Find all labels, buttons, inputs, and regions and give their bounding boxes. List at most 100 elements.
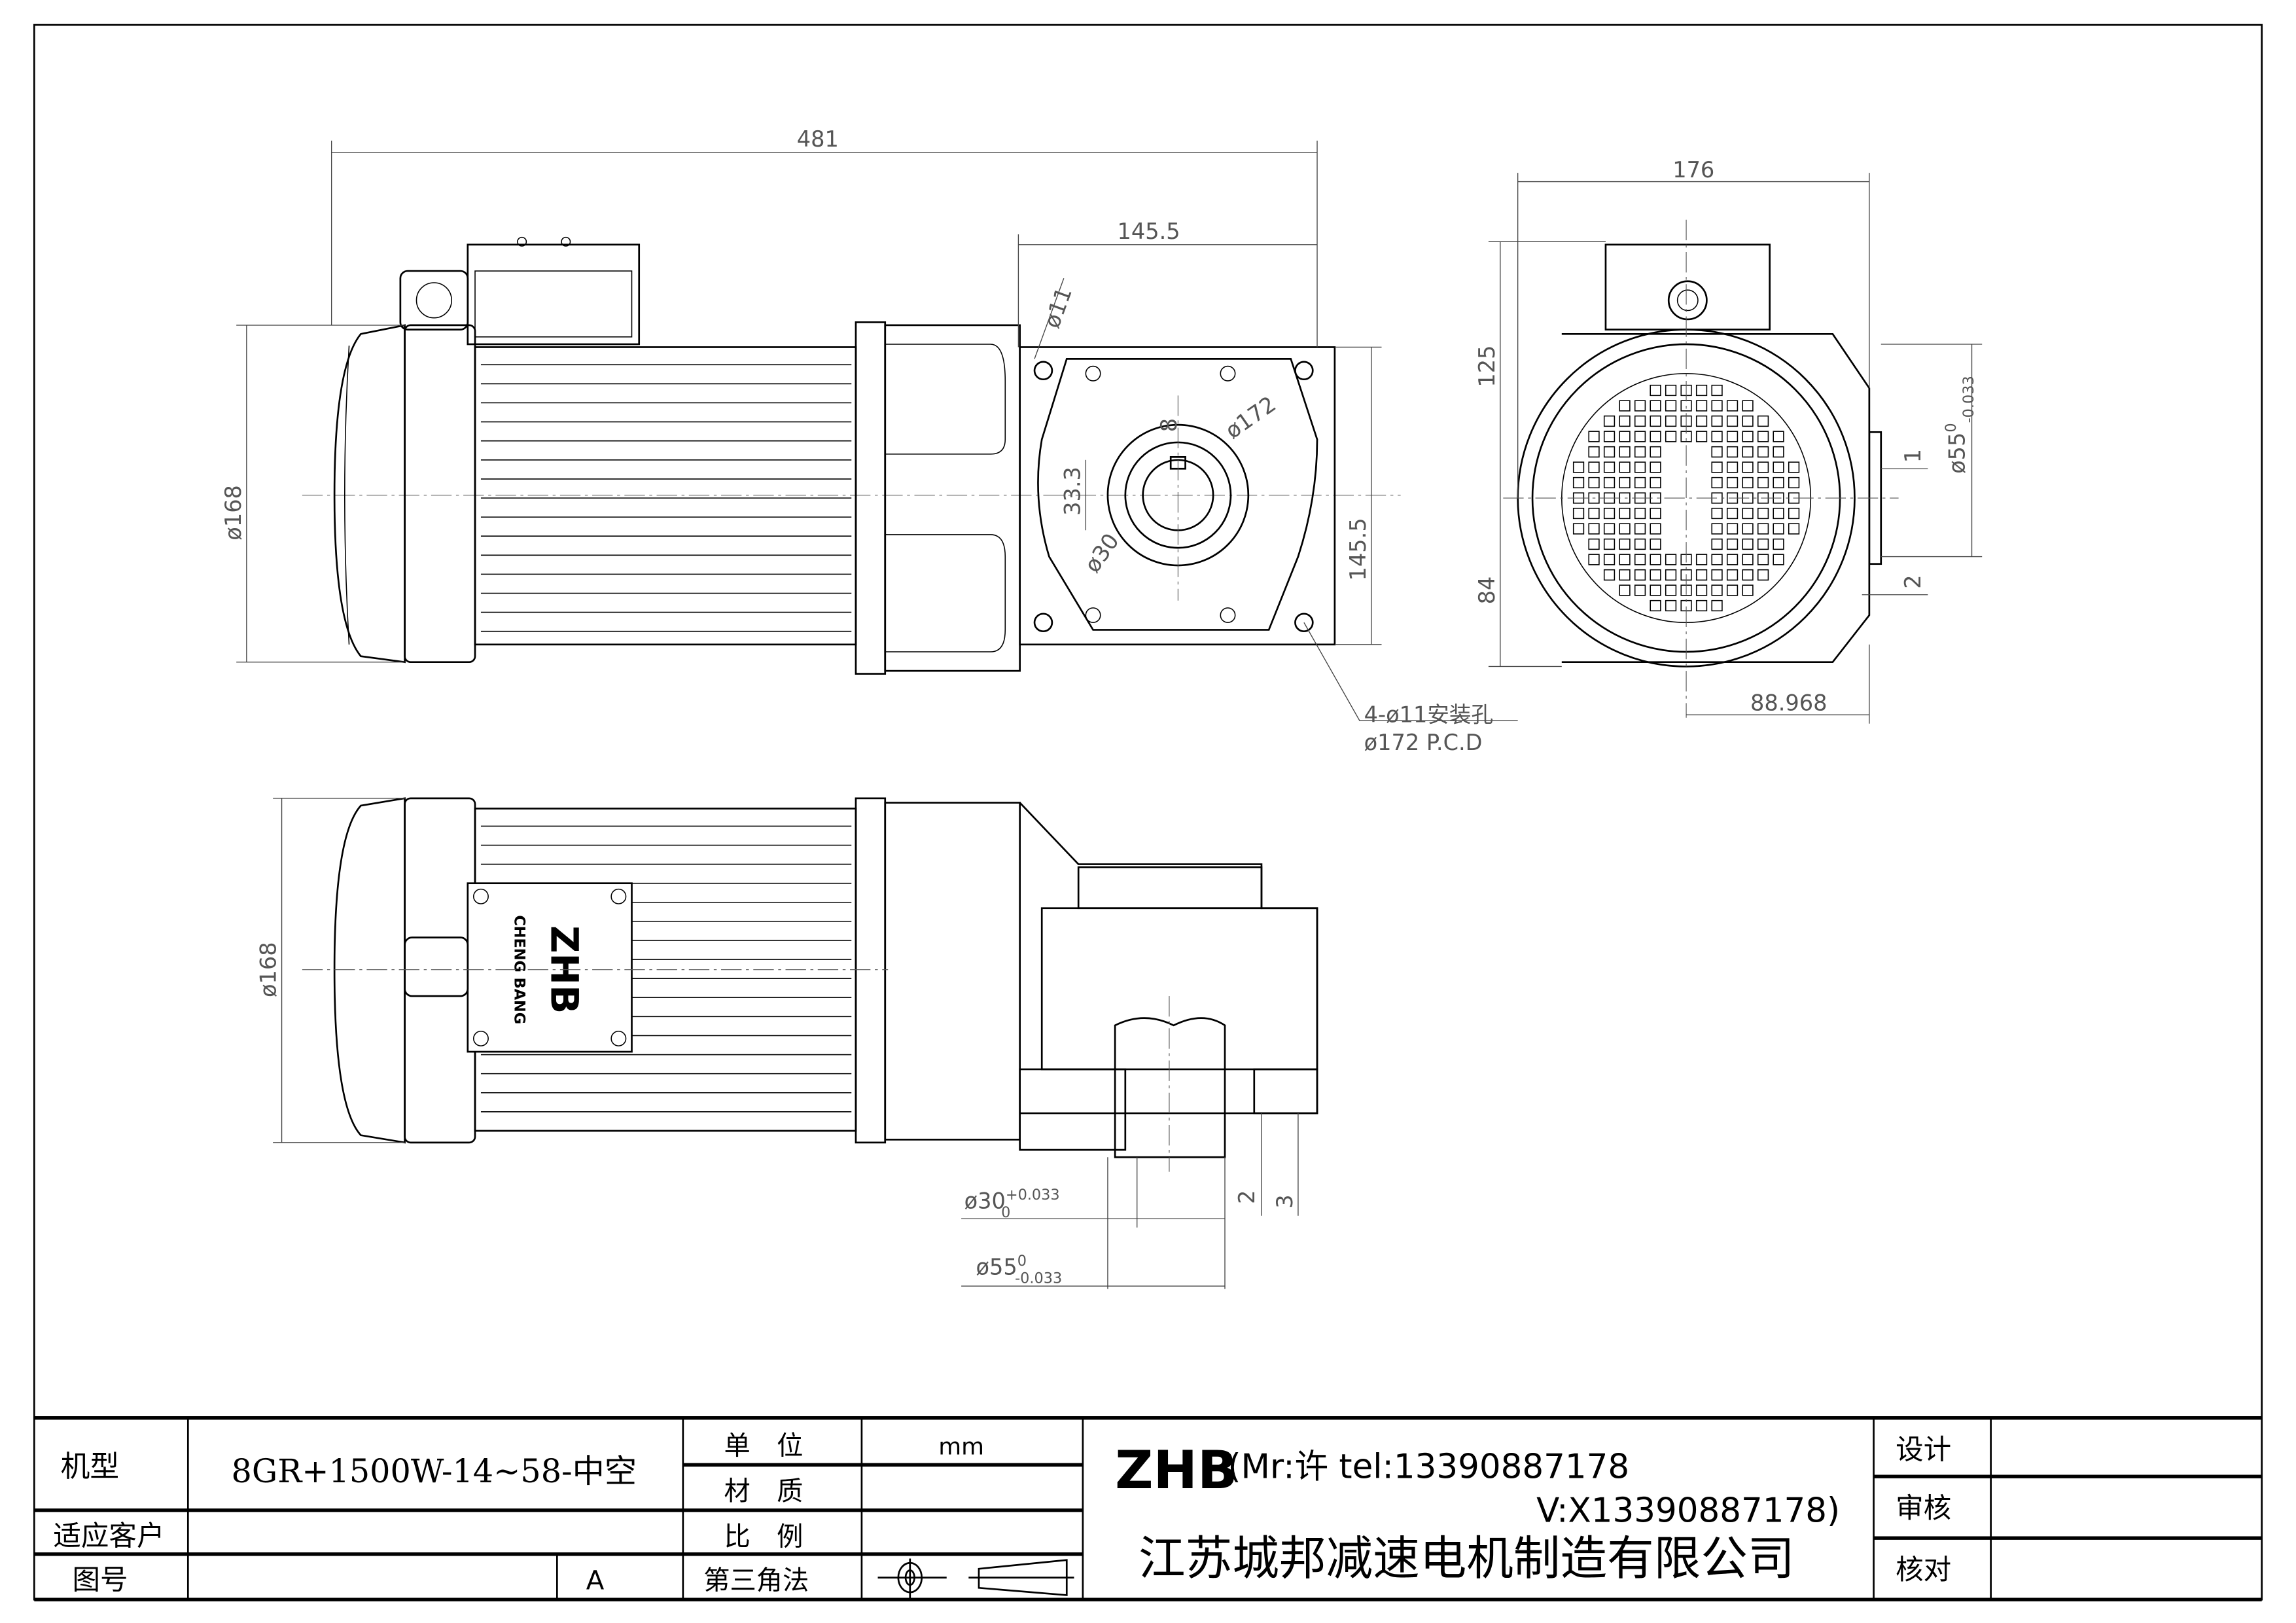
grille-slot [1619,569,1631,581]
front-view: 481 145.5 ø168 145.5 ø11 ø172 33.3 8 ø30… [221,126,1518,755]
cable-gland [399,270,469,330]
dim-key-width: 8 [1156,418,1182,432]
grille-slot [1619,431,1631,442]
grille-slot [1711,431,1723,442]
drawing-border [33,24,2263,1601]
grille-slot [1757,446,1769,458]
grille-slot [1665,431,1677,442]
grille-slot [1665,384,1677,397]
grille-slot [1572,461,1585,473]
grille-slot [1603,461,1616,473]
grille-slot [1665,554,1677,565]
review-label: 审核 [1896,1493,1951,1525]
grille-slot [1695,569,1708,581]
dim-lower-height: 84 [1474,577,1500,605]
grille-slot [1665,599,1677,612]
grille-slot [1757,538,1769,550]
grille-slot [1634,415,1646,427]
grille-slot [1650,446,1661,458]
grille-slot [1742,584,1754,596]
terminal-box [467,882,633,1053]
grille-slot [1773,538,1784,550]
grille-slot [1757,476,1769,489]
grille-slot [1726,461,1739,473]
grille-slot [1665,415,1677,427]
grille-slot [1588,538,1600,550]
grille-slot [1757,461,1769,473]
material-label: 材 质 [724,1476,804,1507]
grille-slot [1757,415,1769,427]
grille-slot [1742,461,1754,473]
grille-slot [1695,415,1708,427]
grille-slot [1634,538,1646,550]
grille-slot [1603,523,1616,535]
grille-slot [1588,431,1600,442]
grille-slot [1726,400,1739,412]
grille-slot [1572,523,1585,535]
grille-slot [1757,523,1769,535]
grille-slot [1619,523,1631,535]
grille-slot [1650,554,1661,565]
dim-hole-dia: ø11 [1039,284,1077,332]
grille-slot [1695,584,1708,596]
grille-slot [1650,569,1661,581]
dim-motor-dia: ø168 [221,485,246,541]
dim-3-bottom: 3 [1272,1194,1298,1208]
title-block: 机型 8GR+1500W-14~58-中空 适应客户 图号 A 单 位 mm 材… [34,1416,2262,1601]
grille-slot [1634,554,1646,565]
grille-slot [1711,538,1723,550]
grille-slot [1788,507,1800,520]
grille-slot [1773,523,1784,535]
grille-slot [1619,446,1631,458]
dim-offset: 88.968 [1750,690,1827,716]
grille-slot [1788,523,1800,535]
grille-slot [1634,446,1646,458]
grille-slot [1665,400,1677,412]
dim-shaft-dia: ø550-0.033 [1943,376,1977,474]
grille-slot [1711,415,1723,427]
grille-slot [1742,446,1754,458]
cooling-fins [480,825,852,1113]
output-flange-plate [1019,346,1336,646]
grille-slot [1588,476,1600,489]
grille-slot [1603,431,1616,442]
dim-2: 2 [1900,575,1926,588]
grille-slot [1650,476,1661,489]
grille-slot [1711,507,1723,520]
grille-slot [1619,554,1631,565]
grille-slot [1726,569,1739,581]
grille-slot [1726,446,1739,458]
hollow-shaft-section [1114,1017,1226,1158]
grille-slot [1603,554,1616,565]
grille-slot [1757,569,1769,581]
dim-upper-height: 125 [1474,346,1500,387]
note-mounting-holes: 4-ø11安装孔 [1364,702,1493,727]
dim-bore: ø30 [1080,529,1124,577]
grille-slot [1588,554,1600,565]
grille-slot [1742,476,1754,489]
drawing-no-label: 图号 [73,1565,128,1597]
grille-slot [1619,476,1631,489]
dim-481: 481 [797,126,839,152]
grille-slot [1711,569,1723,581]
grille-slot [1619,415,1631,427]
grille-slot [1588,446,1600,458]
grille-slot [1603,476,1616,489]
grille-slot [1711,446,1723,458]
grille-slot [1634,569,1646,581]
grille-slot [1650,431,1661,442]
side-view: 176 125 84 ø550-0.033 1 2 88.968 [1474,157,1983,724]
grille-slot [1757,431,1769,442]
grille-slot [1742,569,1754,581]
grille-slot [1603,507,1616,520]
grille-slot [1726,415,1739,427]
cable-gland [404,936,469,997]
unit-value: mm [938,1434,984,1461]
grille-slot [1711,584,1723,596]
grille-slot [1726,431,1739,442]
grille-slot [1711,554,1723,565]
grille-slot [1695,431,1708,442]
grille-slot [1742,507,1754,520]
motor-body [474,346,857,646]
